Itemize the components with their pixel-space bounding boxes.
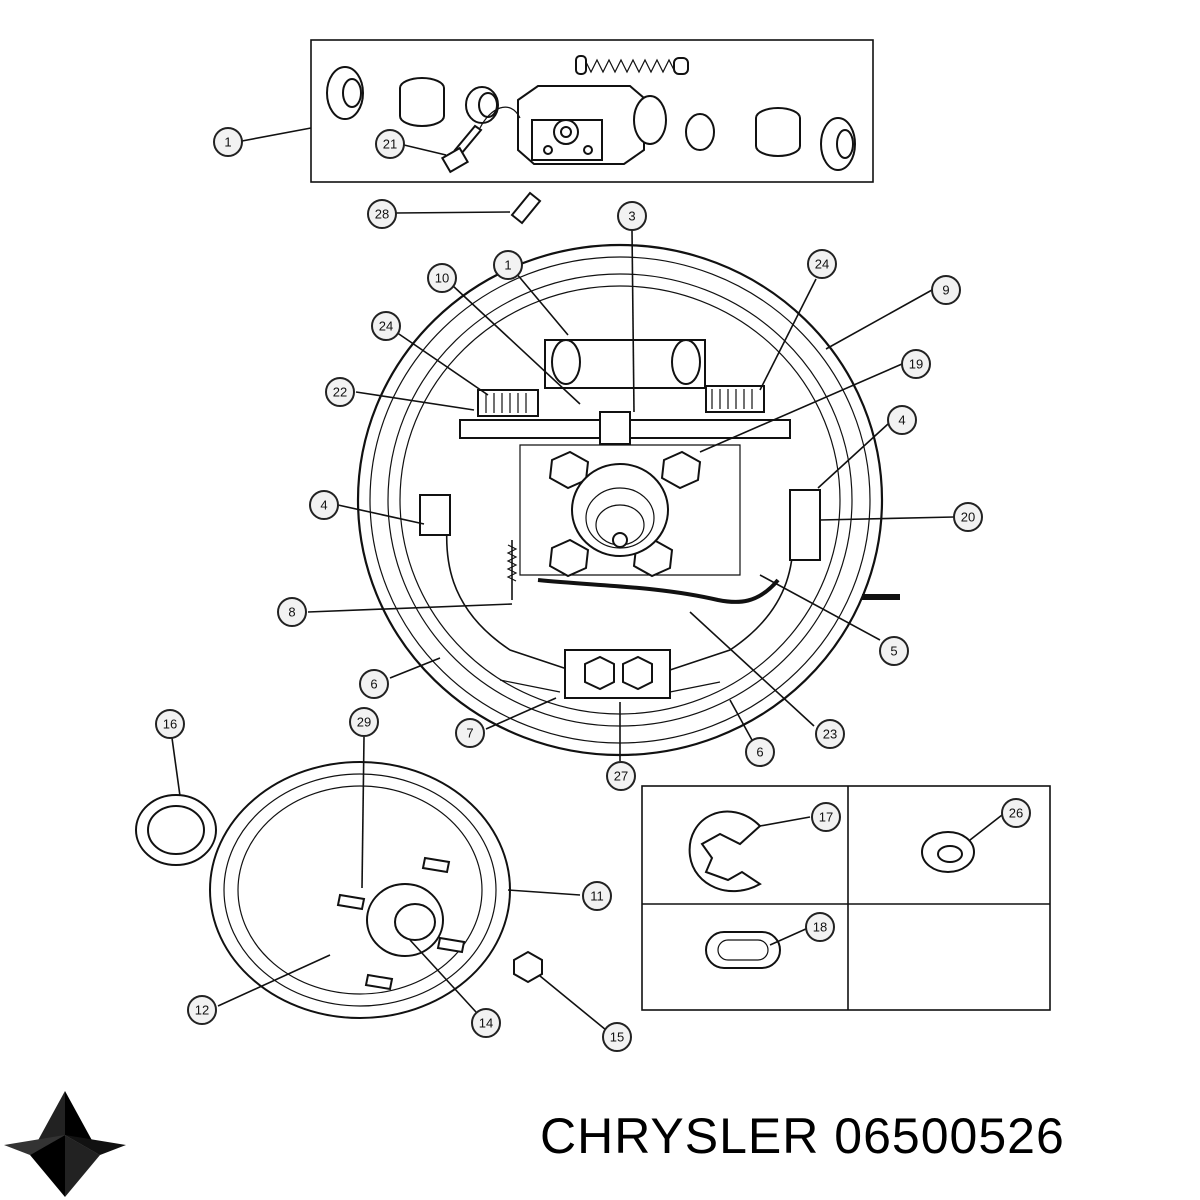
svg-text:15: 15 (610, 1030, 624, 1045)
svg-text:22: 22 (333, 385, 347, 400)
svg-text:21: 21 (383, 137, 397, 152)
svg-text:17: 17 (819, 810, 833, 825)
svg-text:26: 26 (1009, 806, 1023, 821)
svg-text:4: 4 (320, 498, 327, 513)
svg-text:6: 6 (370, 677, 377, 692)
callout-6-left: 6 (359, 669, 389, 699)
callout-8: 8 (277, 597, 307, 627)
callout-6-right: 6 (745, 737, 775, 767)
svg-text:11: 11 (590, 889, 604, 904)
callout-3: 3 (617, 201, 647, 231)
svg-text:18: 18 (813, 920, 827, 935)
chrysler-pentastar-icon (4, 1091, 126, 1197)
brake-drum (209, 761, 543, 1019)
svg-text:24: 24 (815, 257, 829, 272)
callout-11: 11 (582, 881, 612, 911)
callout-18: 18 (805, 912, 835, 942)
svg-text:12: 12 (195, 1003, 209, 1018)
svg-text:16: 16 (163, 717, 177, 732)
svg-text:10: 10 (435, 271, 449, 286)
callout-4-left: 4 (309, 490, 339, 520)
svg-text:23: 23 (823, 727, 837, 742)
callout-9: 9 (931, 275, 961, 305)
callout-7: 7 (455, 718, 485, 748)
backing-plate-assembly (356, 243, 900, 757)
svg-text:1: 1 (504, 258, 511, 273)
svg-text:29: 29 (357, 715, 371, 730)
callout-24-right: 24 (807, 249, 837, 279)
bleeder-cap (510, 191, 542, 225)
callout-12: 12 (187, 995, 217, 1025)
svg-text:8: 8 (288, 605, 295, 620)
callout-19: 19 (901, 349, 931, 379)
wheel-cylinder-kit (310, 39, 874, 183)
svg-text:14: 14 (479, 1016, 493, 1031)
callouts: 1 21 28 3 10 1 24 9 24 19 22 4 4 20 8 5 … (155, 127, 1031, 1052)
callout-26: 26 (1001, 798, 1031, 828)
svg-text:27: 27 (614, 769, 628, 784)
hardware-grid (641, 785, 1051, 1011)
leader-lines (171, 127, 1003, 1031)
grease-seal (135, 794, 217, 866)
callout-14: 14 (471, 1008, 501, 1038)
svg-text:6: 6 (756, 745, 763, 760)
callout-27: 27 (606, 761, 636, 791)
callout-1-plate: 1 (493, 250, 523, 280)
callout-20: 20 (953, 502, 983, 532)
part-number: 06500526 (834, 1108, 1065, 1164)
brand-name: CHRYSLER (540, 1108, 820, 1164)
svg-text:20: 20 (961, 510, 975, 525)
callout-22: 22 (325, 377, 355, 407)
svg-text:7: 7 (466, 726, 473, 741)
callout-28: 28 (367, 199, 397, 229)
callout-29: 29 (349, 707, 379, 737)
svg-text:5: 5 (890, 644, 897, 659)
callout-4-right: 4 (887, 405, 917, 435)
callout-24-left: 24 (371, 311, 401, 341)
brand-part-label: CHRYSLER 06500526 (540, 1107, 1065, 1165)
callout-21: 21 (375, 129, 405, 159)
callout-17: 17 (811, 802, 841, 832)
svg-text:9: 9 (942, 283, 949, 298)
callout-10: 10 (427, 263, 457, 293)
kit-frame (310, 39, 874, 183)
svg-text:19: 19 (909, 357, 923, 372)
callout-16: 16 (155, 709, 185, 739)
svg-text:28: 28 (375, 207, 389, 222)
callout-1-kit: 1 (213, 127, 243, 157)
svg-text:24: 24 (379, 319, 393, 334)
callout-23: 23 (815, 719, 845, 749)
svg-text:1: 1 (224, 135, 231, 150)
callout-15: 15 (602, 1022, 632, 1052)
callout-5: 5 (879, 636, 909, 666)
svg-text:4: 4 (898, 413, 905, 428)
svg-text:3: 3 (628, 209, 635, 224)
